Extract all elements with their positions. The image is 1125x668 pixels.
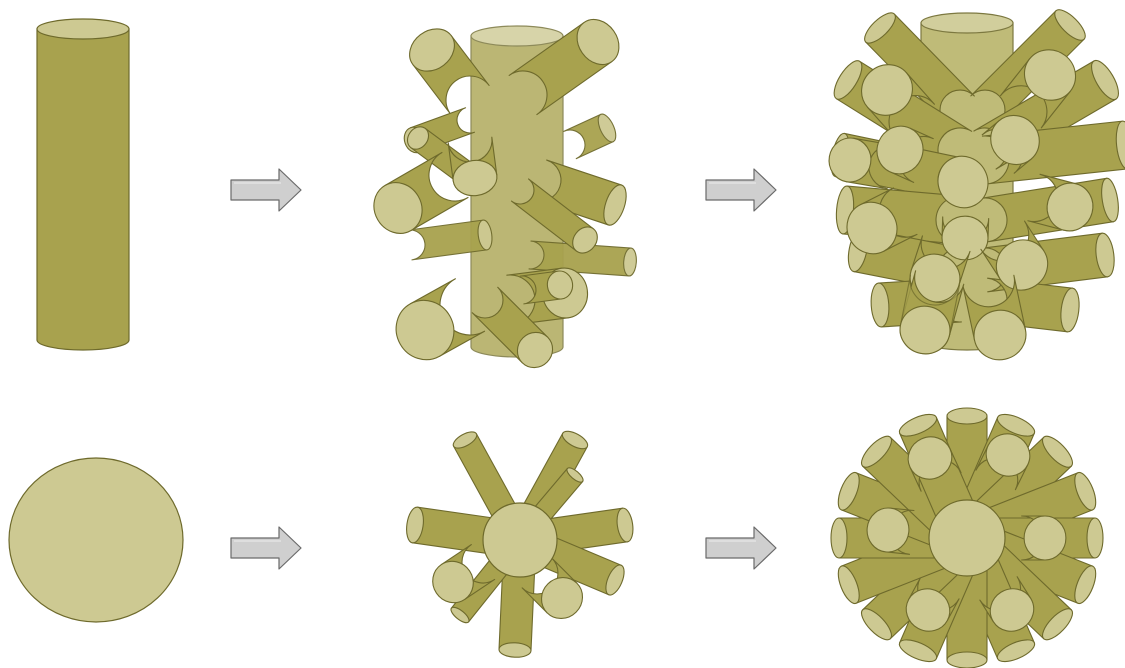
single-cylinder-top bbox=[9, 458, 183, 622]
right-arrow-icon bbox=[231, 527, 301, 569]
right-arrow-icon bbox=[706, 527, 776, 569]
branch-cylinder bbox=[564, 112, 620, 159]
branch-cylinder bbox=[386, 279, 485, 370]
trunk-cylinder-top bbox=[483, 503, 557, 577]
single-cylinder-side bbox=[37, 19, 129, 350]
right-arrow-icon bbox=[231, 169, 301, 211]
right-arrow-icon bbox=[706, 169, 776, 211]
trunk-cylinder-top bbox=[929, 500, 1005, 576]
